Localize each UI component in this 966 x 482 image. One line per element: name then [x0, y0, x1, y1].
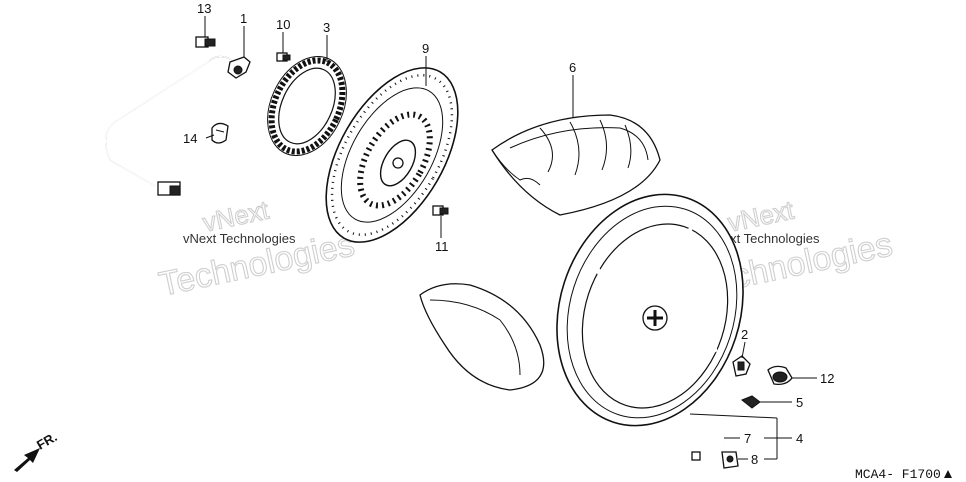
part-1-speed-sensor[interactable] [104, 55, 251, 196]
watermark-right-small: vNext Technologies [707, 231, 820, 246]
part-6-tire[interactable] [491, 114, 661, 216]
callout-labels: 13 1 10 3 9 6 14 11 2 12 5 7 4 8 [183, 1, 834, 467]
part-9-brake-disc[interactable] [299, 46, 485, 264]
part-tire-lower-section[interactable] [419, 283, 545, 391]
part-14-cable-clip[interactable] [211, 122, 229, 144]
part-13-bolt[interactable] [195, 36, 216, 48]
callout-10: 10 [276, 17, 290, 32]
callout-4: 4 [796, 431, 803, 446]
part-10-bolt[interactable] [276, 52, 291, 62]
diagram-code: MCA4- F1700 [855, 467, 952, 482]
front-arrow-icon [14, 448, 40, 472]
callout-8: 8 [751, 452, 758, 467]
callout-5: 5 [796, 395, 803, 410]
diagram-code-text: MCA4- F1700 [855, 467, 941, 482]
part-12-nut[interactable] [767, 365, 793, 386]
callout-11: 11 [435, 239, 449, 254]
part-8-valve-bracket[interactable] [721, 451, 739, 469]
callout-2: 2 [741, 327, 748, 342]
part-7-valve[interactable] [691, 433, 725, 461]
triangle-icon [944, 470, 952, 478]
callout-14: 14 [183, 131, 197, 146]
callout-6: 6 [569, 60, 576, 75]
part-11-bolt[interactable] [432, 205, 449, 216]
callout-3: 3 [323, 20, 330, 35]
part-2-collar[interactable] [732, 355, 751, 377]
callout-9: 9 [422, 41, 429, 56]
callout-1: 1 [240, 11, 247, 26]
callout-12: 12 [820, 371, 834, 386]
front-direction-indicator: FR. [14, 429, 60, 472]
leader-lines [204, 16, 817, 460]
callout-7: 7 [744, 431, 751, 446]
watermark-left-small: vNext Technologies [183, 231, 296, 246]
callout-13: 13 [197, 1, 211, 16]
part-4-wheel[interactable] [528, 170, 772, 450]
part-5-balance-weight[interactable] [741, 395, 761, 409]
